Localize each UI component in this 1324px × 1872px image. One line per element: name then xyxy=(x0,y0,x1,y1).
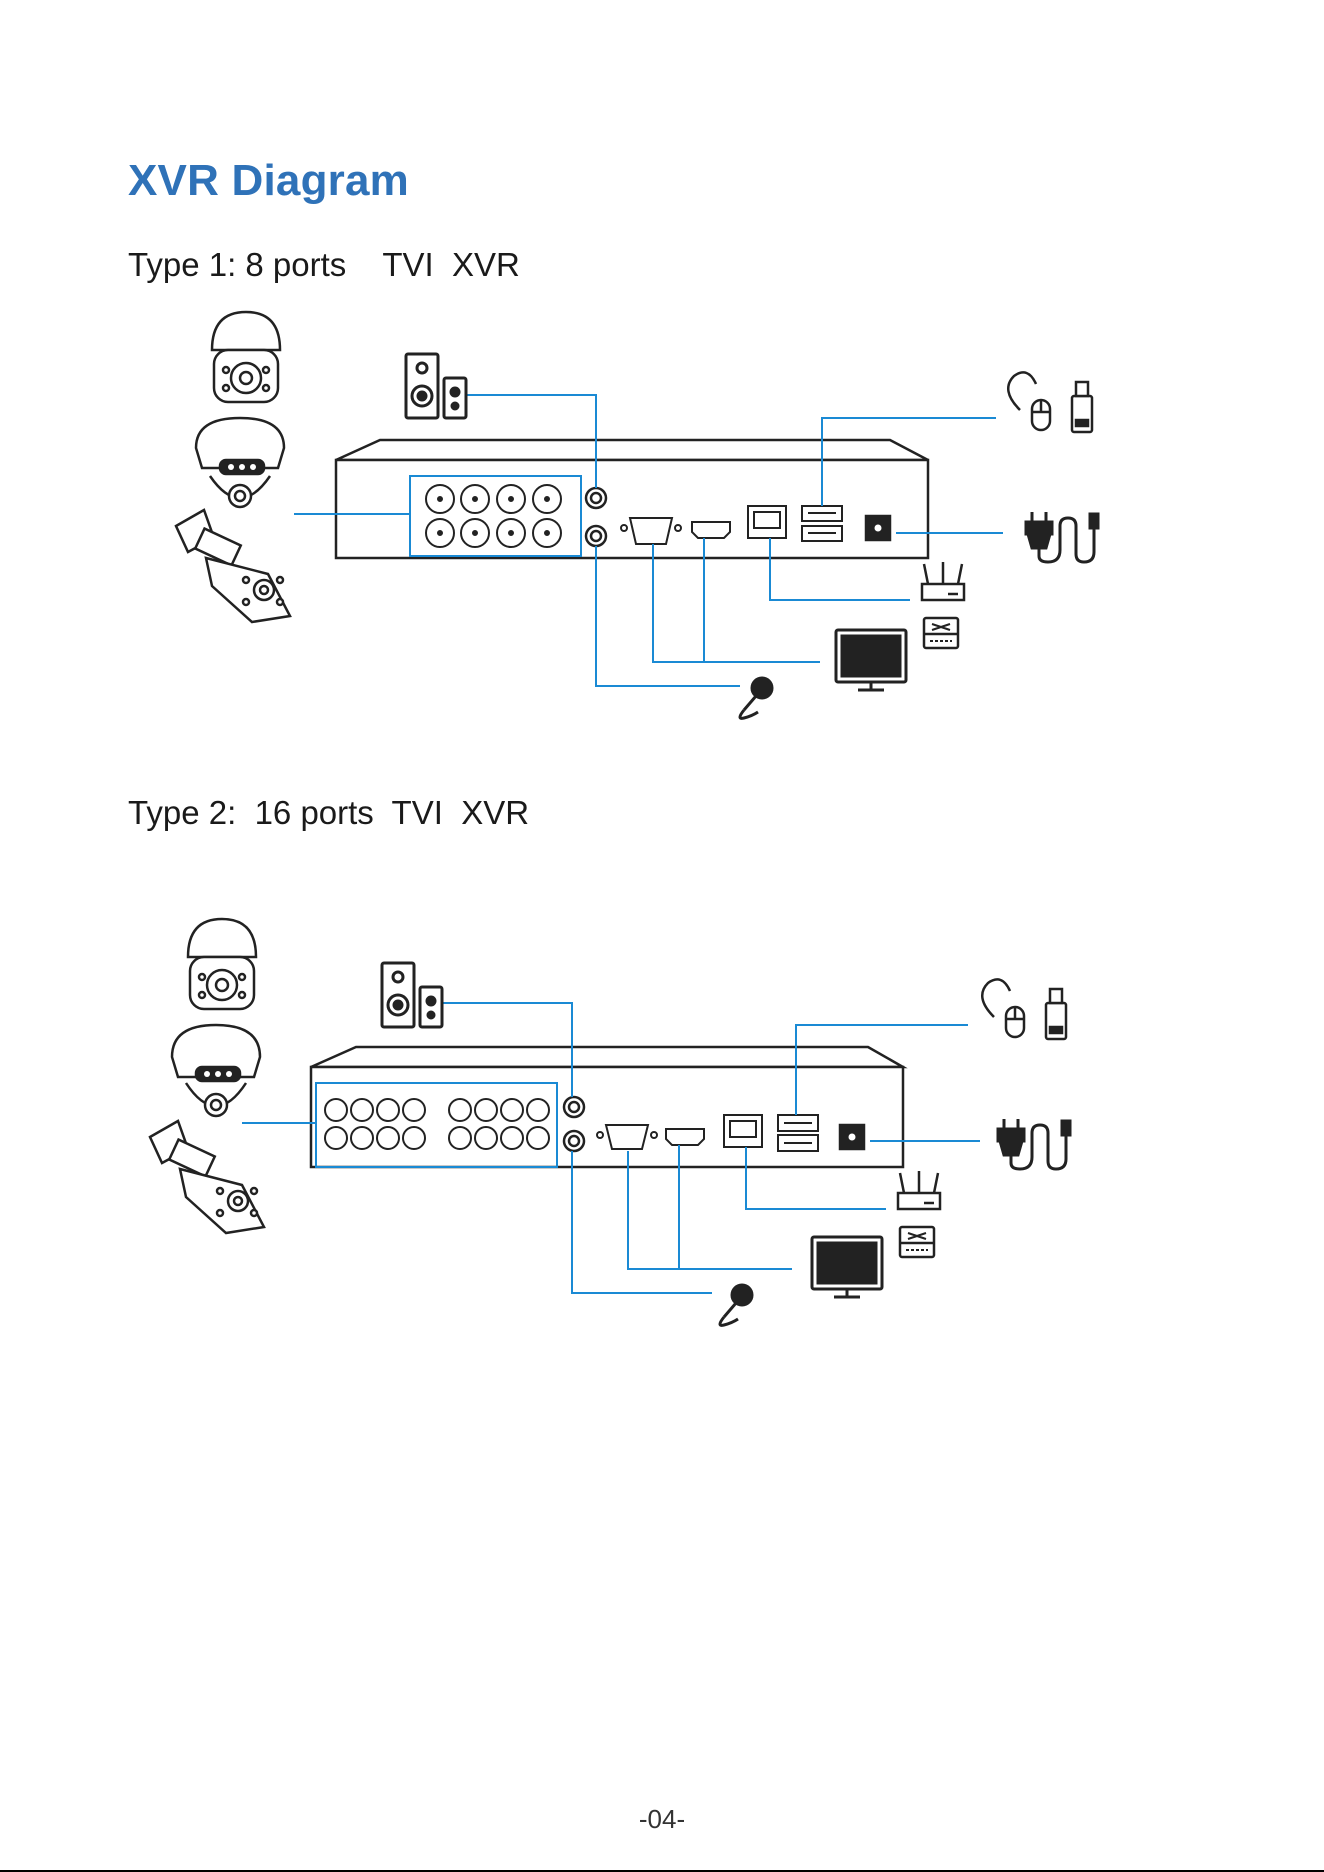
bullet-camera-icon xyxy=(176,510,290,622)
power-port xyxy=(866,516,890,540)
type2-label: Type 2: 16 ports TVI XVR xyxy=(128,794,529,832)
ptz-camera-icon xyxy=(212,312,280,402)
usb-drive-icon xyxy=(1046,989,1066,1039)
speaker-icon xyxy=(382,963,442,1027)
xvr-8-port-diagram xyxy=(0,300,1324,730)
power-plug-icon xyxy=(1026,512,1098,562)
network-switch-icon xyxy=(900,1227,934,1257)
page-title: XVR Diagram xyxy=(128,156,409,206)
usb-drive-icon xyxy=(1072,382,1092,432)
monitor-icon xyxy=(836,630,906,690)
monitor-icon xyxy=(812,1237,882,1297)
microphone-icon xyxy=(740,678,772,718)
xvr-recorder-16-port xyxy=(311,1047,903,1167)
microphone-icon xyxy=(720,1285,752,1325)
power-port xyxy=(840,1125,864,1149)
network-switch-icon xyxy=(924,618,958,648)
speaker-icon xyxy=(406,354,466,418)
ptz-camera-icon xyxy=(188,919,256,1009)
mouse-icon xyxy=(982,979,1024,1037)
router-icon xyxy=(898,1171,940,1209)
bullet-camera-icon xyxy=(150,1121,264,1233)
power-plug-icon xyxy=(998,1119,1070,1169)
dome-camera-icon xyxy=(196,418,284,507)
type1-label: Type 1: 8 ports TVI XVR xyxy=(128,246,520,284)
dome-camera-icon xyxy=(172,1025,260,1116)
xvr-16-port-diagram xyxy=(0,905,1324,1345)
page-number: -04- xyxy=(0,1804,1324,1835)
mouse-icon xyxy=(1008,372,1050,430)
router-icon xyxy=(922,562,964,600)
